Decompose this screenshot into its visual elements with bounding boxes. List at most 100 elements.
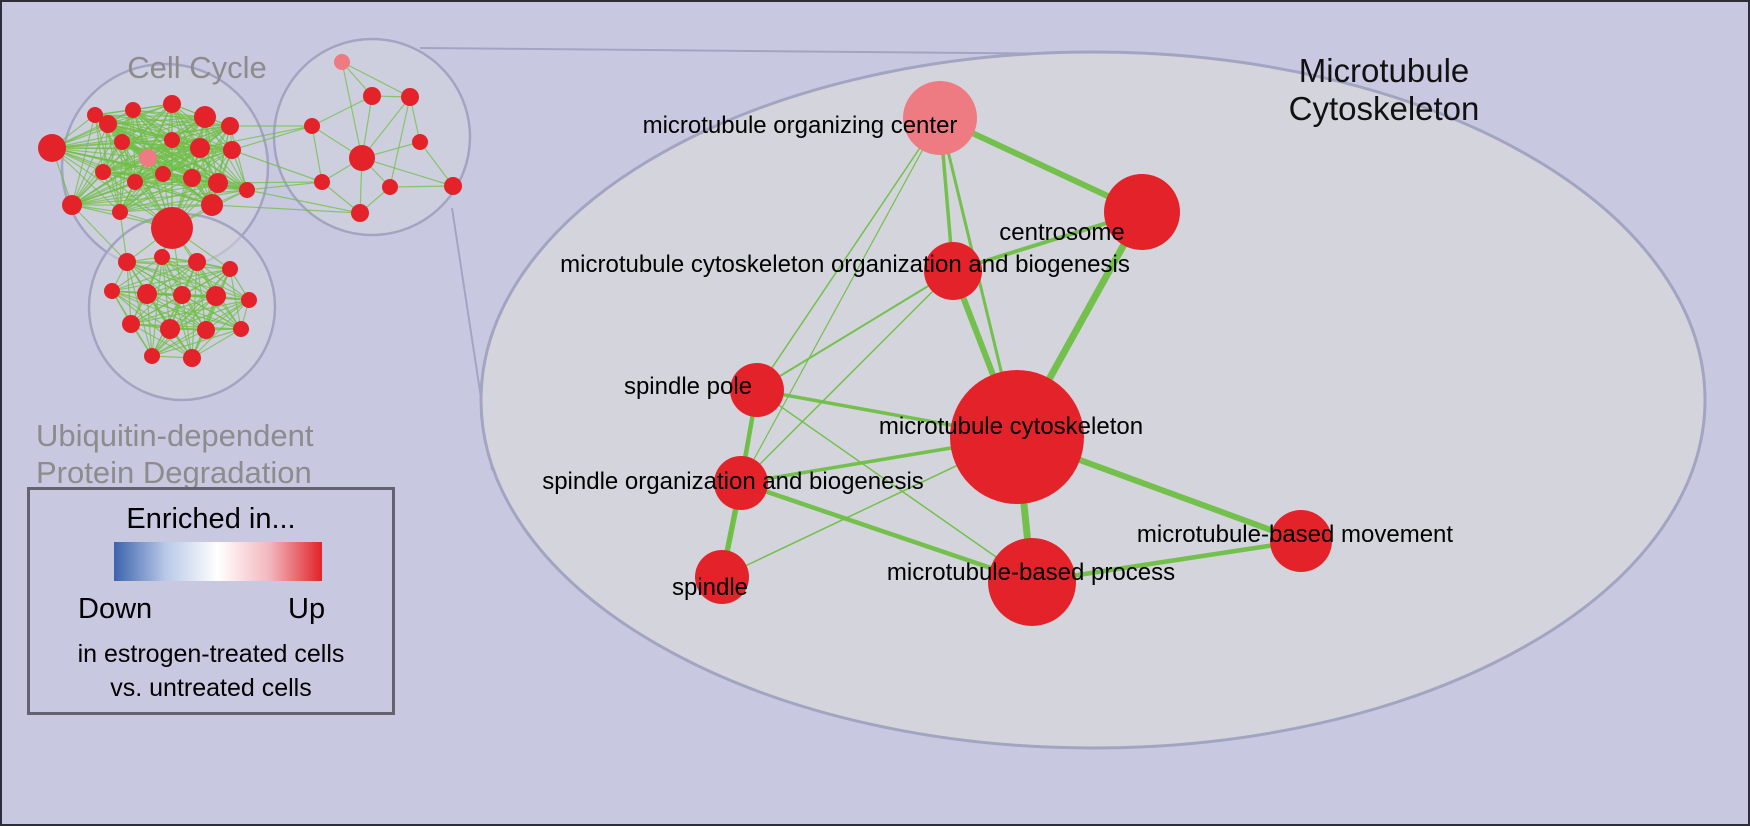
overview-node bbox=[222, 261, 238, 277]
overview-edge bbox=[311, 95, 373, 127]
overview-edge bbox=[146, 268, 231, 295]
overview-edge bbox=[217, 181, 323, 184]
overview-edge bbox=[111, 261, 198, 292]
overview-node bbox=[160, 319, 180, 339]
ubiquitin-cluster-label-line1: Ubiquitin-dependent bbox=[36, 418, 314, 453]
overview-edge bbox=[211, 204, 361, 214]
overview-node bbox=[197, 321, 215, 339]
overview-node bbox=[118, 253, 136, 271]
overview-edge bbox=[119, 173, 164, 213]
edge-microtubule-organizing-center--spindle-pole bbox=[756, 117, 941, 391]
overview-node bbox=[363, 87, 381, 105]
overview-node bbox=[173, 286, 191, 304]
overview-node bbox=[87, 107, 103, 123]
overview-edge bbox=[171, 139, 248, 191]
overview-edge bbox=[311, 125, 323, 183]
overview-node bbox=[382, 179, 398, 195]
overview-node bbox=[412, 134, 428, 150]
node-label-spindle: spindle bbox=[672, 574, 748, 601]
overview-node bbox=[114, 134, 130, 150]
overview-node bbox=[351, 204, 369, 222]
node-label-microtubule-cytoskeleton: microtubule cytoskeleton bbox=[879, 413, 1143, 440]
overview-node bbox=[183, 169, 201, 187]
overview-node bbox=[127, 174, 143, 190]
overview-node bbox=[206, 286, 226, 306]
overview-edge bbox=[130, 295, 217, 325]
edge-microtubule-based-process--microtubule-based-movement bbox=[1031, 538, 1302, 585]
legend-caption-line1: in estrogen-treated cells bbox=[77, 640, 345, 668]
overview-node bbox=[334, 54, 350, 70]
overview-node bbox=[349, 145, 375, 171]
node-label-microtubule-cytoskeleton-organization-and-biogenesis: microtubule cytoskeleton organization an… bbox=[560, 251, 1130, 278]
node-microtubule-cytoskeleton bbox=[950, 370, 1084, 504]
main-network-nodes bbox=[695, 81, 1332, 626]
edge-microtubule-cytoskeleton-organization-and-biogenesis--spindle-pole bbox=[756, 270, 954, 391]
overview-edge bbox=[111, 290, 171, 330]
overview-node bbox=[444, 177, 462, 195]
overview-node bbox=[125, 102, 141, 118]
overview-node bbox=[223, 141, 241, 159]
edge-spindle-organization-and-biogenesis--microtubule-based-process bbox=[740, 480, 1033, 585]
overview-edge bbox=[151, 329, 207, 357]
overview-node bbox=[144, 348, 160, 364]
overview-node bbox=[122, 315, 140, 333]
overview-node bbox=[154, 249, 170, 265]
legend-title: Enriched in... bbox=[126, 503, 296, 535]
node-microtubule-based-process bbox=[988, 538, 1076, 626]
overview-edge bbox=[71, 109, 134, 206]
node-microtubule-based-movement bbox=[1270, 510, 1332, 572]
overview-edge bbox=[102, 125, 231, 173]
node-label-microtubule-organizing-center: microtubule organizing center bbox=[643, 112, 958, 139]
overview-edge bbox=[102, 149, 233, 173]
overview-node bbox=[137, 284, 157, 304]
overview-node bbox=[401, 88, 419, 106]
node-label-microtubule-based-process: microtubule-based process bbox=[887, 559, 1175, 586]
node-label-microtubule-based-movement: microtubule-based movement bbox=[1137, 521, 1453, 548]
overview-edge bbox=[111, 256, 163, 292]
overview-edge bbox=[134, 125, 231, 183]
overview-node bbox=[314, 174, 330, 190]
overview-edge bbox=[389, 96, 411, 188]
overview-node bbox=[104, 283, 120, 299]
overview-edge bbox=[419, 141, 454, 187]
edge-spindle-pole--microtubule-based-process bbox=[756, 389, 1033, 583]
cell-cycle-cluster-label: Cell Cycle bbox=[127, 50, 267, 85]
overview-node bbox=[188, 253, 206, 271]
main-network-labels: microtubule organizing center centrosome m… bbox=[542, 112, 1453, 601]
overview-node bbox=[151, 207, 193, 249]
overview-node bbox=[112, 204, 128, 220]
overview-edge bbox=[102, 139, 173, 173]
microtubule-cytoskeleton-title-line1: Microtubule bbox=[1299, 52, 1470, 89]
ubiquitin-cluster-label-line2: Protein Degradation bbox=[36, 455, 312, 490]
overview-node bbox=[304, 118, 320, 134]
overview-edge bbox=[191, 328, 242, 359]
overview-edge bbox=[389, 185, 454, 188]
overview-edge bbox=[121, 141, 219, 184]
overview-edge bbox=[231, 149, 323, 183]
overview-node bbox=[99, 115, 117, 133]
node-spindle-organization-and-biogenesis bbox=[714, 456, 768, 510]
overview-node bbox=[201, 194, 223, 216]
overview-edge bbox=[132, 109, 164, 175]
microtubule-cytoskeleton-title-line2: Cytoskeleton bbox=[1289, 90, 1480, 127]
node-spindle-pole bbox=[730, 363, 784, 417]
overview-edge bbox=[130, 294, 183, 325]
overview-edge bbox=[111, 268, 231, 292]
cluster-circle-microtubule-cytoskeleton-small bbox=[272, 37, 472, 237]
overview-edge bbox=[147, 149, 233, 159]
overview-edge bbox=[171, 125, 231, 141]
zoom-ellipse bbox=[479, 50, 1707, 750]
overview-edge bbox=[119, 177, 193, 213]
overview-edge bbox=[229, 125, 248, 191]
node-label-centrosome: centrosome bbox=[999, 219, 1124, 246]
overview-edge bbox=[51, 109, 134, 149]
overview-edge bbox=[246, 189, 361, 214]
overview-edge bbox=[361, 157, 454, 187]
overview-edge bbox=[341, 61, 411, 98]
overview-edge bbox=[121, 116, 206, 143]
overview-edge bbox=[151, 256, 163, 357]
overview-edge bbox=[151, 328, 242, 357]
zoom-callout-line bbox=[419, 47, 1091, 55]
